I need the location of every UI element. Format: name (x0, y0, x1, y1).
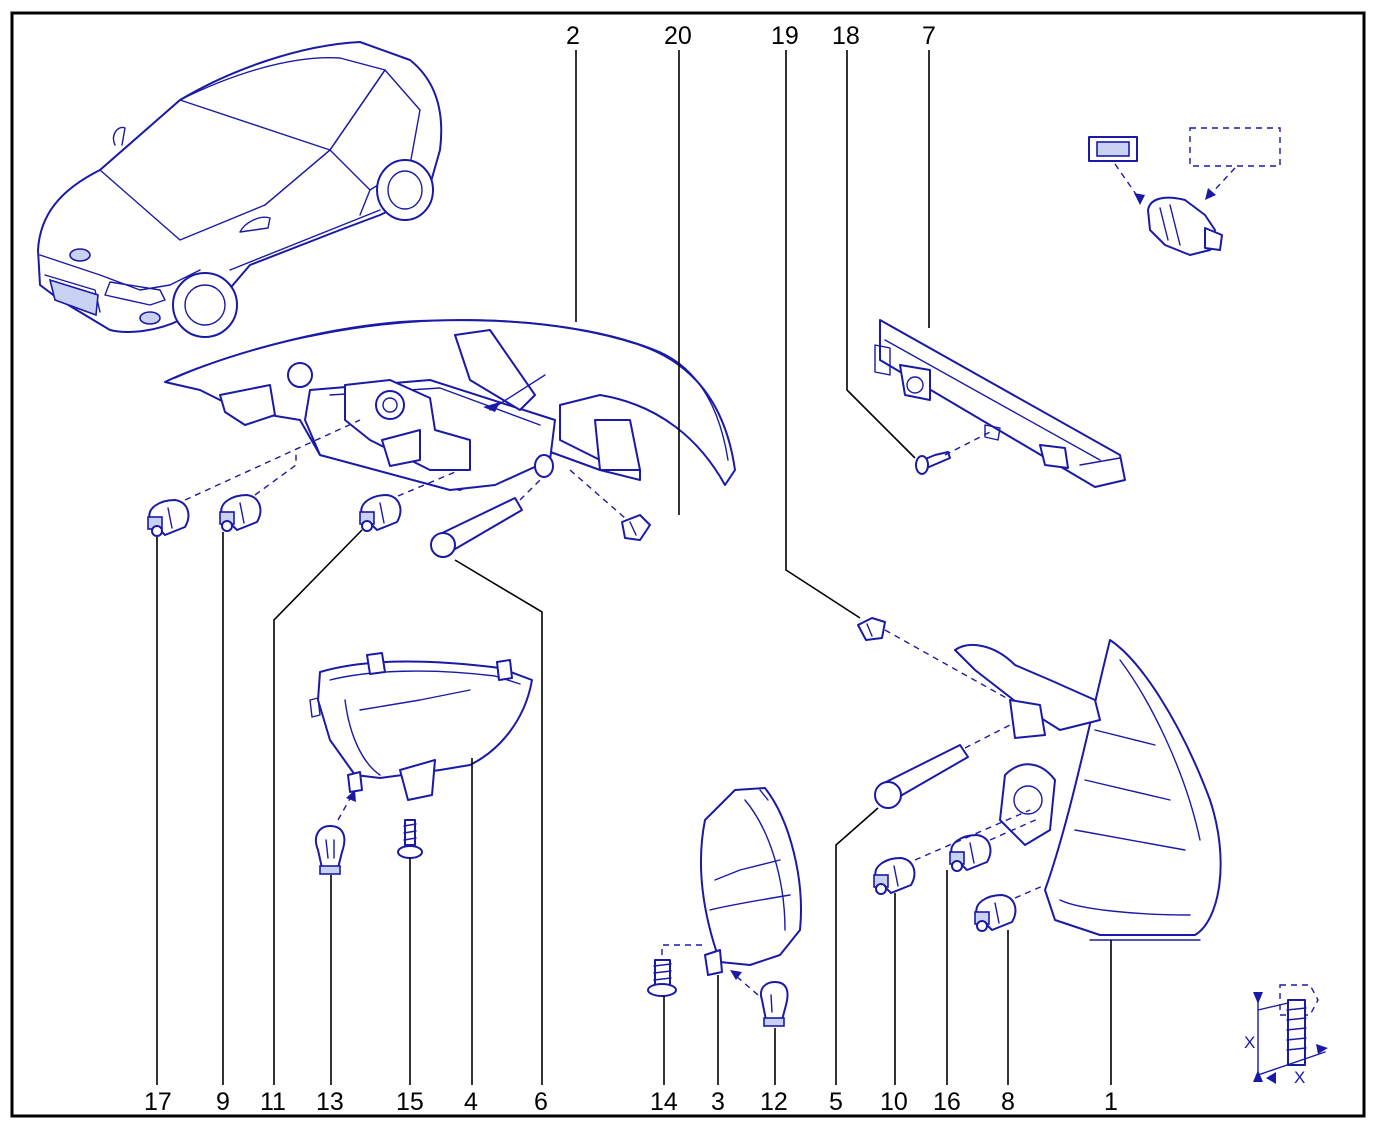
bulb-part-12 (760, 981, 789, 1027)
dimension-label-horizontal: X (1294, 1068, 1305, 1087)
clip-part-19 (857, 617, 886, 641)
callout-7: 7 (922, 22, 936, 50)
callout-8: 8 (1001, 1088, 1015, 1116)
callout-13: 13 (316, 1088, 344, 1116)
callout-19: 19 (771, 22, 799, 50)
long-bulb-part-5 (874, 744, 969, 809)
side-repeater-part-7 (874, 319, 1126, 488)
bulb-part-17 (147, 499, 190, 537)
callout-18: 18 (832, 22, 860, 50)
callout-3: 3 (711, 1088, 725, 1116)
indicator-lamp-part-3 (700, 787, 802, 976)
bulb-part-13 (314, 825, 346, 875)
bulb-part-11 (359, 494, 402, 532)
long-bulb-part-6 (430, 497, 523, 558)
bulb-part-10 (873, 857, 916, 895)
bulb-part-9 (219, 494, 262, 532)
bolt-dimension-detail (1253, 984, 1328, 1084)
callout-10: 10 (880, 1088, 908, 1116)
callout-2: 2 (566, 22, 580, 50)
diagram-frame (10, 11, 1366, 1118)
callout-4: 4 (464, 1088, 478, 1116)
callout-14: 14 (650, 1088, 678, 1116)
callout-1: 1 (1104, 1088, 1118, 1116)
bulb-part-16 (949, 834, 992, 872)
bulb-part-8 (974, 894, 1017, 932)
callout-labels: 2 20 19 18 7 17 9 11 13 15 4 6 14 3 12 5… (144, 22, 1305, 1116)
callout-9: 9 (216, 1088, 230, 1116)
dimension-label-vertical: X (1244, 1033, 1255, 1052)
screw-part-14 (647, 959, 677, 997)
tail-lamp-part-1 (954, 639, 1222, 941)
callout-6: 6 (534, 1088, 548, 1116)
callout-20: 20 (664, 22, 692, 50)
wedge-bulb-detail (1088, 127, 1281, 256)
clip-part-20 (621, 514, 651, 541)
callout-17: 17 (144, 1088, 172, 1116)
callout-12: 12 (760, 1088, 788, 1116)
callout-15: 15 (396, 1088, 424, 1116)
screw-part-18 (915, 451, 951, 475)
callout-11: 11 (260, 1088, 286, 1116)
callout-5: 5 (829, 1088, 843, 1116)
headlamp-housing (164, 319, 736, 491)
car-illustration (37, 41, 443, 338)
callout-16: 16 (933, 1088, 961, 1116)
screw-part-15 (397, 819, 423, 859)
fog-lamp-part-4 (309, 652, 533, 801)
